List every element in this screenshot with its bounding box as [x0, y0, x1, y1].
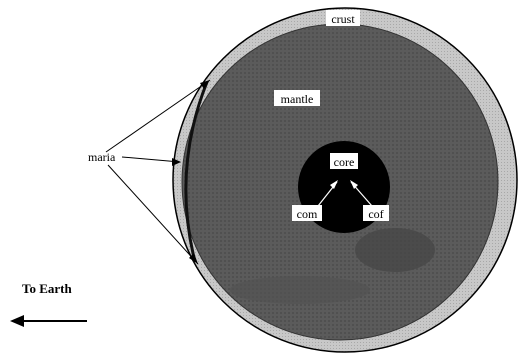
- maria-arrowhead-bottom: [189, 253, 198, 264]
- core-label-bg: [330, 153, 358, 169]
- cof-label: cof: [368, 207, 383, 221]
- com-label: com: [297, 207, 318, 221]
- maria-arrowhead-middle: [172, 158, 181, 166]
- maria-arrowhead-top: [200, 80, 210, 89]
- cof-arrowhead: [350, 180, 358, 189]
- mantle-label-bg: [274, 90, 320, 106]
- mantle-label: mantle: [281, 92, 314, 106]
- maria-label: maria: [88, 150, 116, 164]
- com-arrowhead: [330, 180, 338, 189]
- mantle-shading: [355, 228, 435, 272]
- cof-label-bg: [363, 205, 389, 221]
- maria-pointer-top: [105, 79, 211, 153]
- mantle-shading: [230, 276, 370, 304]
- maria-pointer-bottom: [107, 164, 199, 265]
- maria-pointer-middle: [121, 156, 181, 163]
- core-label: core: [334, 155, 355, 169]
- to-earth-arrowhead: [10, 315, 24, 327]
- com-label-bg: [292, 205, 322, 221]
- crust-label-bg: [326, 10, 360, 26]
- maria-edge: [184, 81, 209, 263]
- to-earth-label: To Earth: [22, 281, 72, 296]
- crust-label: crust: [331, 12, 355, 26]
